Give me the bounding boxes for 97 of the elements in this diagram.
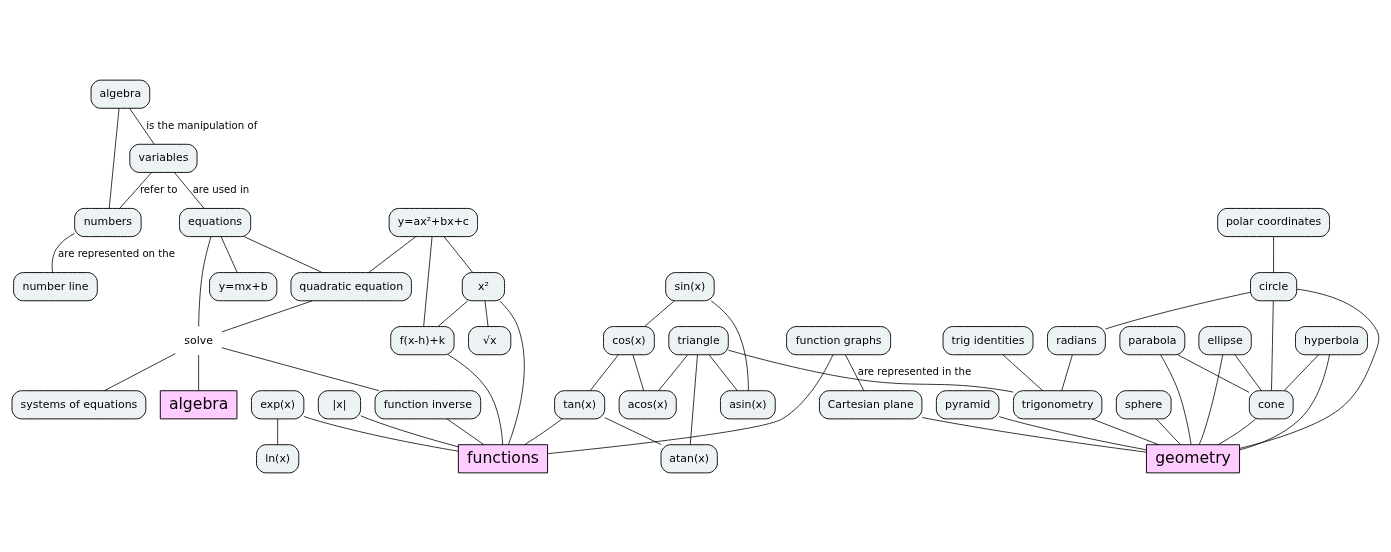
connector	[658, 354, 688, 391]
connector	[632, 354, 645, 391]
connector	[446, 418, 485, 445]
node-box: √x	[468, 325, 512, 355]
node-box: algebra	[90, 79, 151, 109]
node-box: numbers	[74, 207, 142, 237]
connector	[845, 354, 865, 391]
connector	[689, 353, 698, 445]
node-text: solve	[184, 333, 213, 347]
node-box: ln(x)	[256, 443, 300, 473]
connector	[368, 235, 417, 273]
edge-label: is the manipulation of	[146, 119, 258, 131]
connector	[1234, 354, 1262, 391]
edge-label: are represented in the	[857, 365, 972, 377]
node-box: pyramid	[935, 389, 1000, 419]
node-box: algebra	[159, 389, 238, 419]
edge-label: refer to	[139, 183, 178, 195]
node-box: number line	[13, 271, 98, 301]
node-box: exp(x)	[250, 389, 305, 419]
node-box: sphere	[1115, 389, 1172, 419]
connector	[198, 354, 199, 391]
node-box: trig identities	[942, 325, 1034, 355]
connector	[1002, 354, 1044, 391]
connector	[710, 299, 749, 391]
node-box: tan(x)	[554, 389, 606, 419]
connector	[1217, 418, 1256, 445]
node-box: parabola	[1119, 325, 1186, 355]
edge-label: are used in	[192, 183, 250, 195]
connector	[447, 353, 504, 445]
node-box: asin(x)	[720, 389, 776, 419]
node-box: function graphs	[786, 325, 892, 355]
connector	[998, 415, 1147, 450]
node-box: f(x-h)+k	[390, 325, 455, 355]
node-box: Cartesian plane	[818, 389, 923, 419]
connector	[360, 414, 459, 447]
connector	[437, 300, 469, 327]
node-box: geometry	[1146, 443, 1240, 473]
connector	[644, 300, 675, 327]
node-box: y=mx+b	[209, 271, 278, 301]
connector	[243, 235, 323, 273]
node-box: hyperbola	[1295, 325, 1368, 355]
connector	[119, 171, 152, 209]
connector	[1156, 418, 1181, 445]
connector	[1105, 291, 1251, 329]
connector	[129, 107, 155, 145]
node-box: atan(x)	[660, 443, 718, 473]
node-box: |x|	[317, 389, 362, 419]
node-box: radians	[1047, 325, 1106, 355]
node-box: acos(x)	[618, 389, 677, 419]
connector	[1283, 354, 1319, 391]
connector	[104, 352, 176, 391]
connector	[1177, 353, 1250, 393]
connector	[499, 300, 525, 445]
node-box: trigonometry	[1013, 389, 1103, 419]
node-box: quadratic equation	[290, 271, 412, 301]
node-box: function inverse	[374, 389, 482, 419]
node-box: x²	[461, 271, 505, 301]
connector	[1198, 353, 1224, 445]
connector	[443, 236, 474, 273]
connector	[423, 235, 433, 327]
connector	[1091, 418, 1159, 445]
connector	[108, 107, 120, 209]
connector	[1273, 236, 1274, 273]
connector	[1271, 299, 1274, 391]
node-box: circle	[1250, 271, 1298, 301]
connector	[220, 236, 238, 273]
connector	[1160, 353, 1192, 445]
node-box: ellipse	[1198, 325, 1252, 355]
connector	[484, 300, 489, 327]
connector	[221, 346, 380, 391]
connector	[547, 354, 834, 454]
connector	[198, 235, 212, 327]
node-box: y=ax²+bx+c	[388, 207, 478, 237]
connector	[1061, 354, 1073, 391]
node-box: cos(x)	[603, 325, 655, 355]
connector	[708, 354, 738, 391]
connector	[1239, 288, 1380, 449]
connector	[1239, 353, 1330, 450]
node-box: sin(x)	[665, 271, 715, 301]
connector	[174, 171, 205, 209]
connector	[589, 354, 619, 391]
connector	[51, 232, 75, 273]
node-box: polar coordinates	[1217, 207, 1330, 237]
connector	[221, 299, 313, 332]
connector	[524, 418, 563, 445]
node-box: triangle	[668, 325, 729, 355]
edge-label: are represented on the	[58, 247, 175, 259]
connector	[604, 416, 662, 445]
connector	[303, 415, 459, 452]
node-box: cone	[1248, 389, 1294, 419]
node-box: equations	[179, 207, 252, 237]
connector	[277, 418, 279, 445]
connector	[921, 416, 1147, 453]
node-box: functions	[457, 443, 549, 473]
connector	[727, 349, 1014, 392]
node-box: variables	[129, 143, 198, 173]
node-box: systems of equations	[11, 389, 147, 419]
